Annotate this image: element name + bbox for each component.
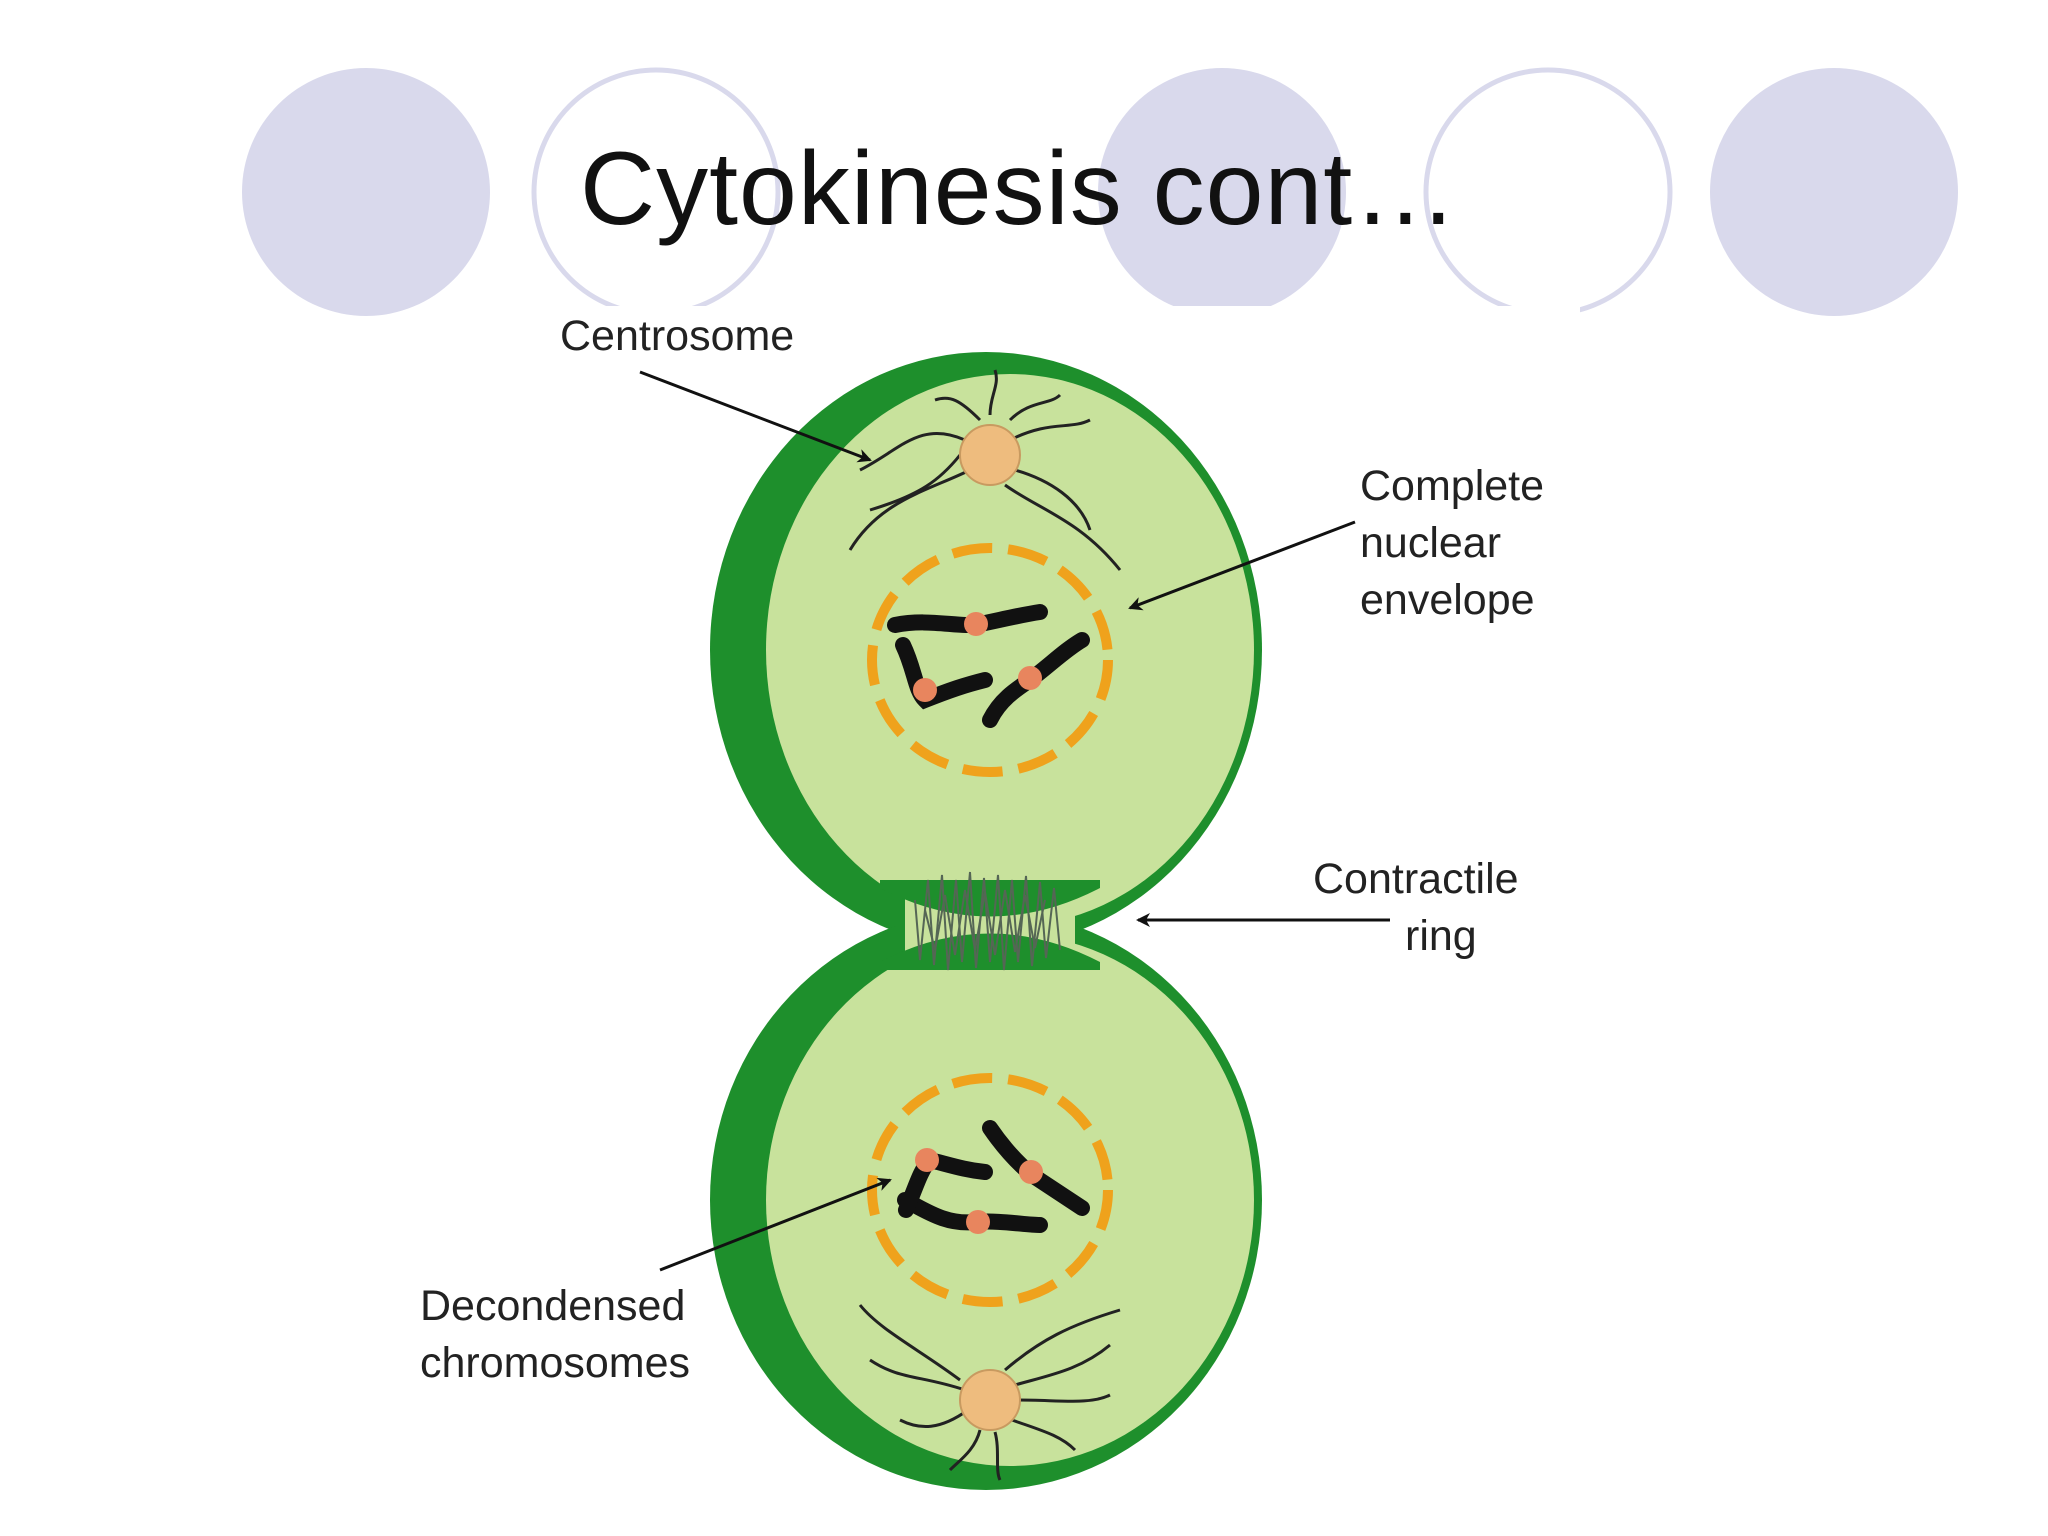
lower-daughter-cell — [710, 910, 1262, 1490]
centromere — [913, 678, 937, 702]
cytoplasm — [766, 374, 1254, 926]
diagram-labels: Centrosome Complete nuclear envelope Con… — [420, 312, 1544, 1387]
centromere — [1019, 1160, 1043, 1184]
label-centrosome: Centrosome — [560, 312, 794, 360]
contractile-ring — [914, 871, 1061, 971]
astral-fibres — [858, 1304, 1121, 1481]
upper-nucleus — [867, 543, 1113, 777]
slide-title: Cytokinesis cont… — [580, 131, 1459, 247]
centrosome-arrow — [639, 370, 872, 463]
label-nuclear-envelope-line2: nuclear — [1360, 519, 1501, 567]
upper-centrosome-group — [848, 369, 1122, 571]
label-chromosomes-line2: chromosomes — [420, 1339, 690, 1387]
image-backdrop — [430, 306, 1580, 320]
centromere — [1018, 666, 1042, 690]
nuclear-envelope-arrow — [1128, 520, 1356, 611]
decor-circle-filled — [242, 68, 490, 316]
chromosomes-arrow — [659, 1177, 892, 1272]
centrosome — [959, 424, 1021, 486]
label-contractile-ring-line2: ring — [1405, 912, 1477, 960]
astral-fibres — [848, 369, 1122, 571]
nuclear-envelope — [867, 1073, 1113, 1307]
centromere — [966, 1210, 990, 1234]
centromere — [915, 1148, 939, 1172]
lower-centrosome-group — [858, 1304, 1121, 1481]
centrosome — [959, 1369, 1021, 1431]
upper-daughter-cell — [710, 352, 1262, 948]
lower-nucleus — [867, 1073, 1113, 1307]
nuclear-envelope — [867, 543, 1113, 777]
cytoplasm — [766, 934, 1254, 1466]
label-nuclear-envelope-line1: Complete — [1360, 462, 1544, 510]
centromere — [964, 612, 988, 636]
decor-circle-filled — [1710, 68, 1958, 316]
label-contractile-ring-line1: Contractile — [1313, 855, 1519, 903]
label-nuclear-envelope-line3: envelope — [1360, 576, 1535, 624]
decor-circle-filled — [1098, 68, 1346, 316]
pointer-arrows — [639, 370, 1390, 1272]
label-chromosomes-line1: Decondensed — [420, 1282, 685, 1330]
